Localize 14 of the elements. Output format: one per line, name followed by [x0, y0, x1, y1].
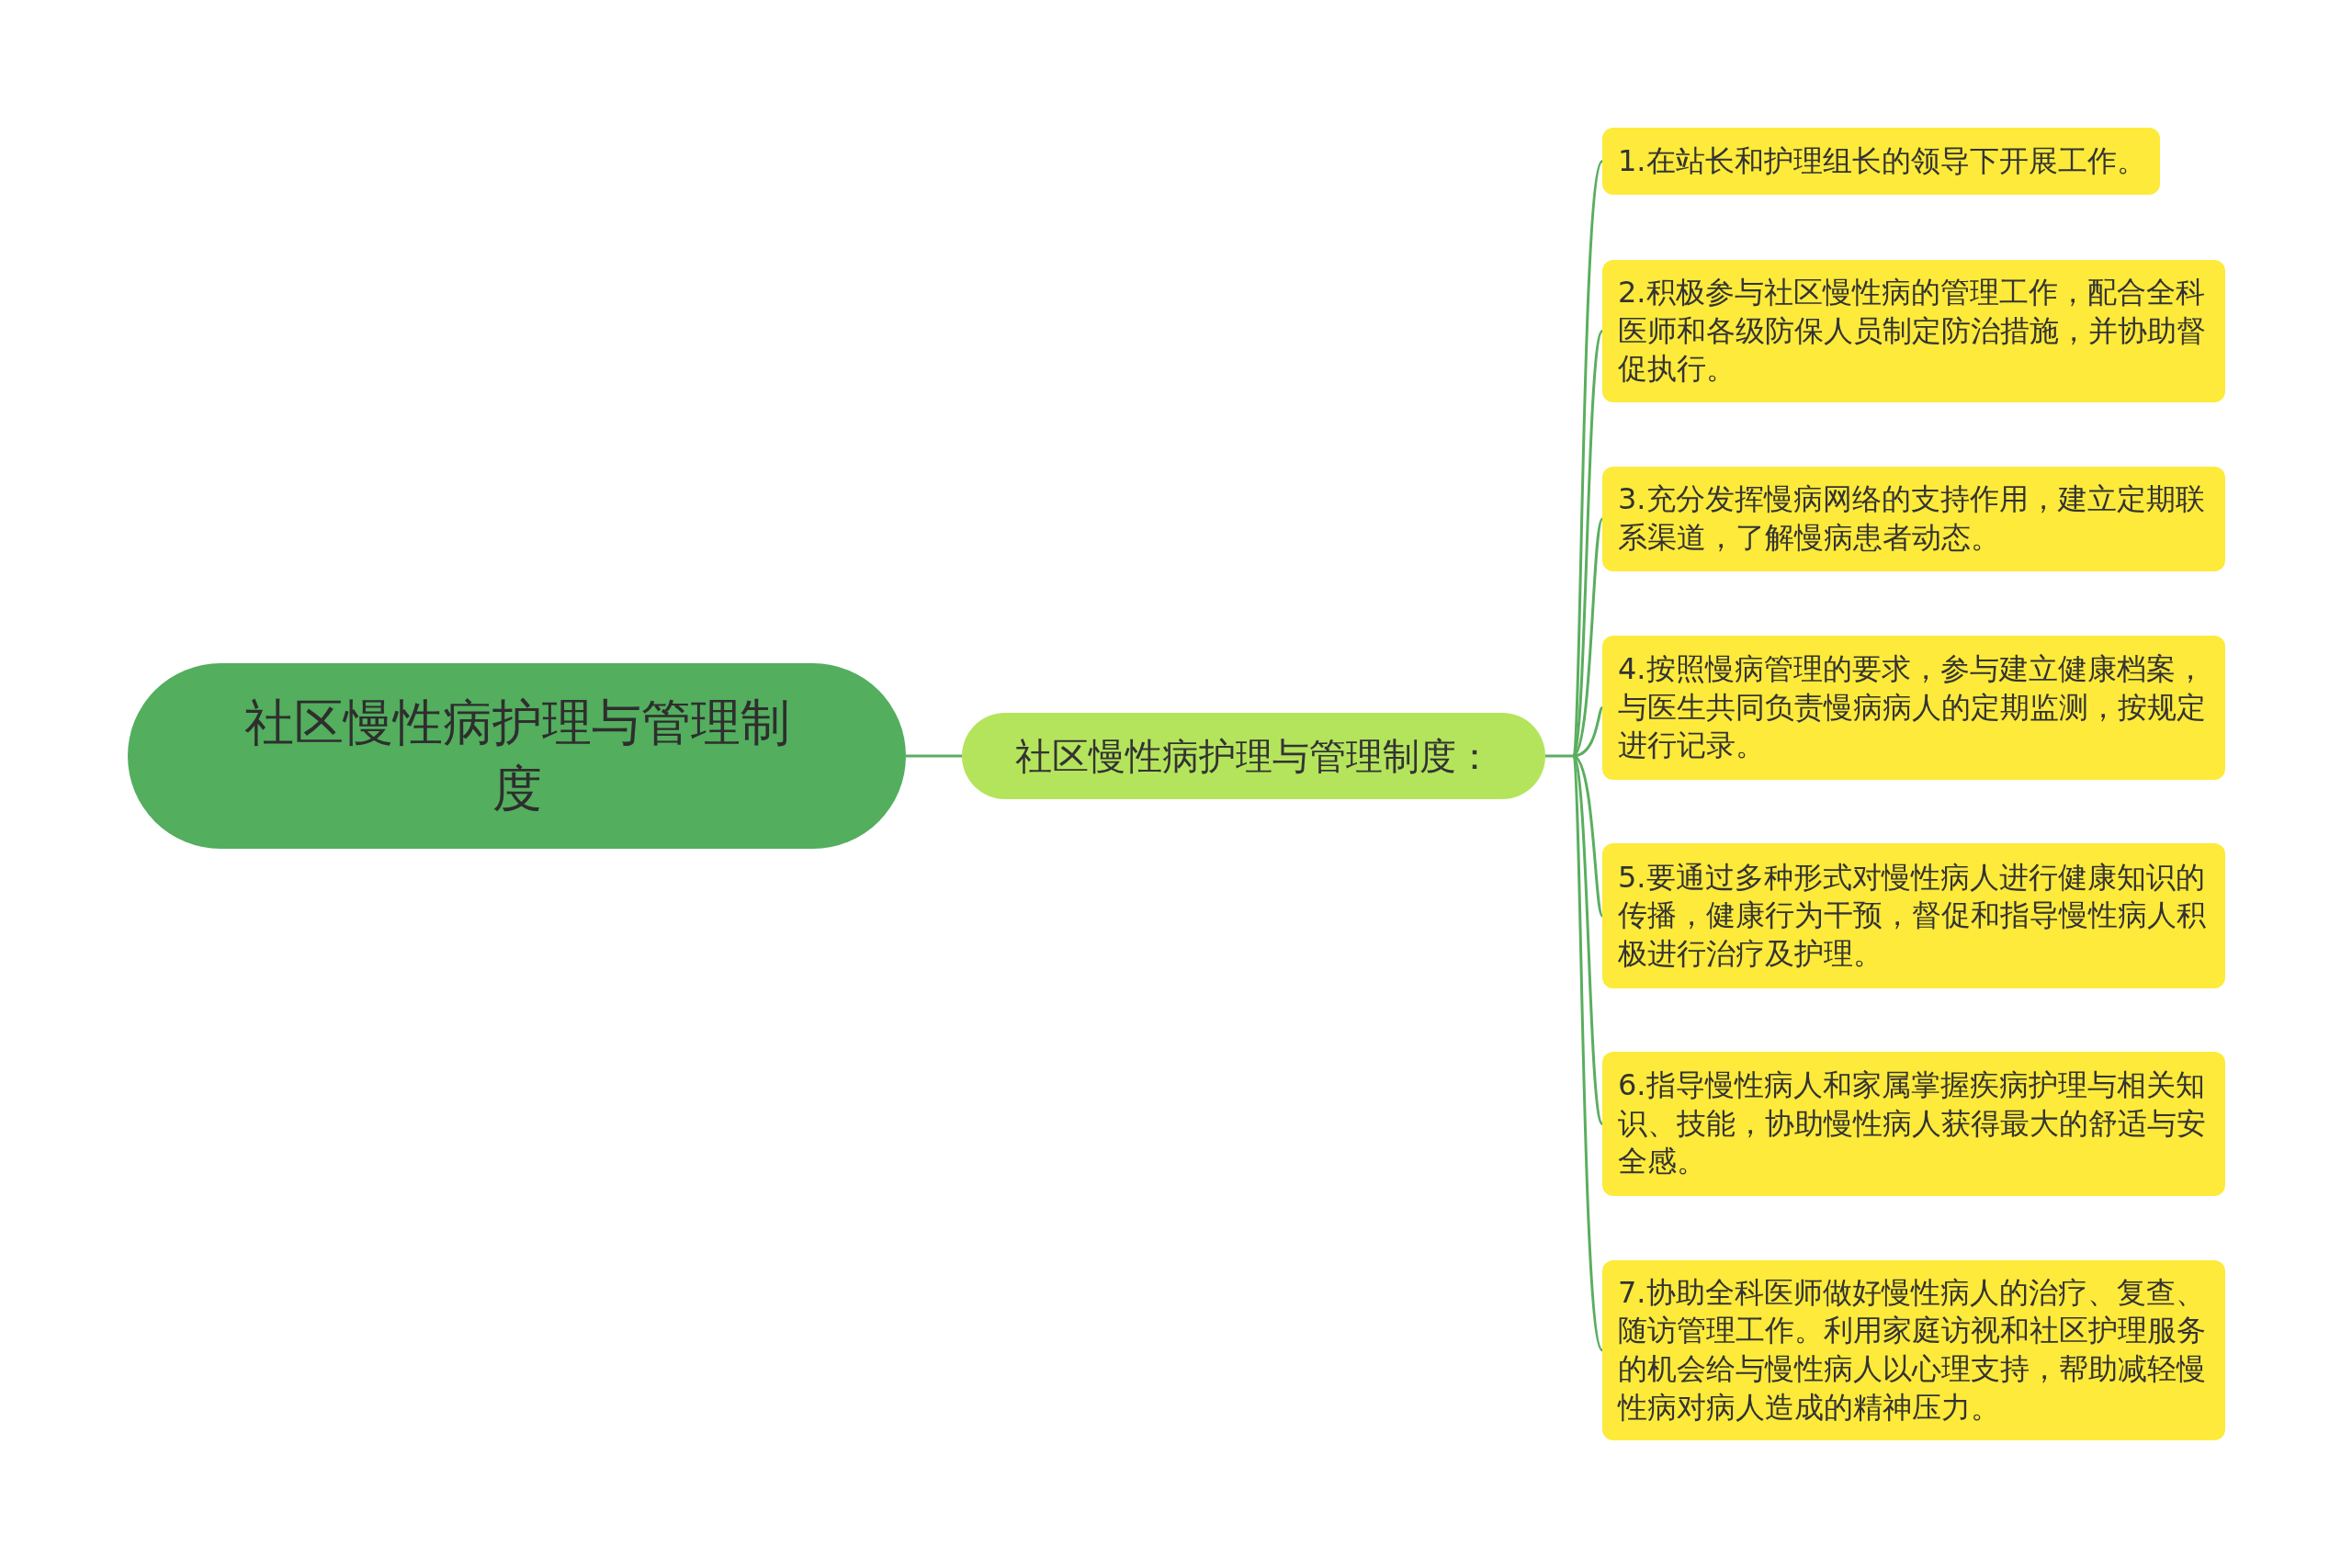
text-box: 4.按照慢病管理的要求，参与建立健康档案，与医生共同负责慢病病人的定期监测，按规定进行记录。	[1602, 636, 2225, 780]
text-box: 5.要通过多种形式对慢性病人进行健康知识的传播，健康行为干预，督促和指导慢性病人积极进行治疗及护理。	[1602, 843, 2225, 988]
connector-line	[1571, 160, 1604, 757]
text-box: 6.指导慢性病人和家属掌握疾病护理与相关知识、技能，协助慢性病人获得最大的舒适与安全感。	[1602, 1052, 2225, 1196]
connector-line	[906, 754, 962, 758]
topic-pill: 社区慢性病护理与管理制度	[128, 663, 906, 849]
text-box: 3.充分发挥慢病网络的支持作用，建立定期联系渠道，了解慢病患者动态。	[1602, 467, 2225, 571]
text-box: 1.在站长和护理组长的领导下开展工作。	[1602, 128, 2160, 195]
connector-line	[1571, 330, 1604, 757]
connector-line	[1545, 754, 1573, 758]
text-box: 2.积极参与社区慢性病的管理工作，配合全科医师和各级防保人员制定防治措施，并协助督促执行。	[1602, 260, 2225, 402]
subtopic-pill: 社区慢性病护理与管理制度：	[962, 713, 1545, 799]
text-box: 7.协助全科医师做好慢性病人的治疗、复查、随访管理工作。利用家庭访视和社区护理服务的机会给与慢性病人以心理支持，帮助减轻慢性病对病人造成的精神压力。	[1602, 1260, 2225, 1440]
connector-line	[1571, 755, 1604, 1351]
